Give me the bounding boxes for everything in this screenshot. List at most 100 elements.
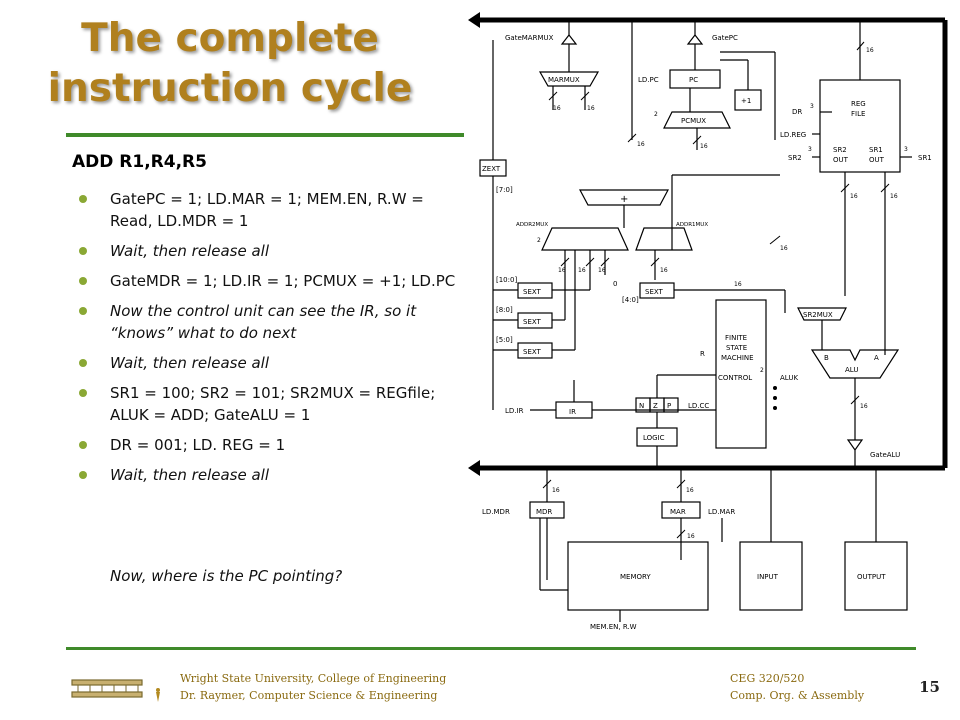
- label-bits-7-0: [7:0]: [496, 186, 513, 194]
- bullet-dot: [79, 307, 87, 315]
- label-width-addr2-c: 16: [598, 267, 606, 274]
- bullet-dot: [79, 195, 87, 203]
- label-addr1mux: ADDR1MUX: [676, 222, 708, 228]
- label-plus1: +1: [741, 97, 751, 105]
- bullet-text: SR1 = 100; SR2 = 101; SR2MUX = REGfile; …: [110, 384, 436, 424]
- label-memory: MEMORY: [620, 573, 651, 581]
- closing-question: Now, where is the PC pointing?: [110, 567, 343, 585]
- label-width-addr2-a: 16: [558, 267, 566, 274]
- label-width-reg: 16: [866, 47, 874, 54]
- bullet-dot: [79, 247, 87, 255]
- bullet-dot: [79, 359, 87, 367]
- label-width-mdr: 16: [552, 487, 560, 494]
- footer-left: Wright State University, College of Engi…: [180, 670, 446, 704]
- label-alu-a: A: [874, 354, 879, 362]
- bullet-item: Wait, then release all: [70, 352, 462, 374]
- label-bits-8-0: [8:0]: [496, 306, 513, 314]
- label-width-marmux-a: 16: [553, 105, 561, 112]
- label-p: P: [667, 402, 671, 410]
- label-sr1-out-1: SR1: [869, 146, 883, 154]
- label-ld-ir: LD.IR: [505, 407, 524, 415]
- label-pc: PC: [689, 76, 698, 84]
- bullet-text: GateMDR = 1; LD.IR = 1; PCMUX = +1; LD.P…: [110, 272, 456, 290]
- label-sext-1: SEXT: [523, 288, 542, 296]
- label-width-pcmux-b: 16: [700, 143, 708, 150]
- bullet-text: Wait, then release all: [110, 242, 270, 260]
- label-width-addr1: 16: [660, 267, 668, 274]
- label-sr2-out-2: OUT: [833, 156, 849, 164]
- footer-course: CEG 320/520: [730, 672, 805, 685]
- label-width-addr2-b: 16: [578, 267, 586, 274]
- label-pcmux: PCMUX: [681, 117, 706, 125]
- label-width-pcmux-sel: 2: [654, 111, 658, 118]
- label-reg-file-1: REG: [851, 100, 866, 108]
- label-width-marmux-b: 16: [587, 105, 595, 112]
- label-ld-mar: LD.MAR: [708, 508, 735, 516]
- label-sr1: SR1: [918, 154, 932, 162]
- label-width-pcmux-a: 16: [637, 141, 645, 148]
- page-number: 15: [919, 678, 940, 696]
- lc3-datapath-diagram: GateMARMUX GatePC MARMUX PC LD.PC +1 PCM…: [468, 12, 948, 631]
- label-sr2-out-1: SR2: [833, 146, 847, 154]
- label-width-bus: 16: [780, 245, 788, 252]
- footer-course-name: Comp. Org. & Assembly: [730, 689, 865, 702]
- label-aluk: ALUK: [780, 374, 798, 382]
- label-mdr: MDR: [536, 508, 552, 516]
- label-fsm-1: FINITE: [725, 334, 747, 342]
- slide-title-line2: instruction cycle: [47, 66, 413, 111]
- label-reg-file-2: FILE: [851, 110, 865, 118]
- bullet-text: Wait, then release all: [110, 354, 270, 372]
- label-width-aluk: 2: [760, 367, 764, 374]
- label-addr2mux: ADDR2MUX: [516, 222, 548, 228]
- bullet-item: GatePC = 1; LD.MAR = 1; MEM.EN, R.W = Re…: [70, 188, 462, 232]
- label-n: N: [639, 402, 644, 410]
- title-rule: [66, 133, 464, 137]
- footer-author: Dr. Raymer, Computer Science & Engineeri…: [180, 689, 438, 702]
- footer-right: CEG 320/520 Comp. Org. & Assembly: [730, 670, 864, 704]
- label-output: OUTPUT: [857, 573, 886, 581]
- label-fsm-3: MACHINE: [721, 354, 754, 362]
- label-width-sext4: 16: [734, 281, 742, 288]
- bullet-item: Now the control unit can see the IR, so …: [70, 300, 462, 344]
- label-zext: ZEXT: [482, 165, 501, 173]
- label-fsm-2: STATE: [726, 344, 747, 352]
- label-bits-5-0: [5:0]: [496, 336, 513, 344]
- bullet-dot: [79, 389, 87, 397]
- slide-title-line1: The complete: [81, 16, 379, 61]
- label-sext-4: SEXT: [645, 288, 664, 296]
- label-width-sr2out: 16: [850, 193, 858, 200]
- label-logic: LOGIC: [643, 434, 665, 442]
- label-width-sr1: 3: [904, 146, 908, 153]
- label-sr1-out-2: OUT: [869, 156, 885, 164]
- label-width-sr1out: 16: [890, 193, 898, 200]
- label-ld-reg: LD.REG: [780, 131, 806, 139]
- label-ir: IR: [569, 408, 576, 416]
- label-alu-b: B: [824, 354, 829, 362]
- label-sr2: SR2: [788, 154, 802, 162]
- bullet-item: DR = 001; LD. REG = 1: [70, 434, 462, 456]
- label-ld-mdr: LD.MDR: [482, 508, 510, 516]
- bullet-text: Now the control unit can see the IR, so …: [110, 302, 417, 342]
- label-gatemarmux: GateMARMUX: [505, 34, 554, 42]
- label-control: CONTROL: [718, 374, 752, 382]
- label-dr: DR: [792, 108, 802, 116]
- label-sr2mux: SR2MUX: [803, 311, 833, 319]
- label-adder: +: [620, 194, 628, 205]
- label-alu: ALU: [845, 366, 858, 374]
- label-width-alu: 16: [860, 403, 868, 410]
- label-width-mem: 16: [687, 533, 695, 540]
- footer-rule: [66, 647, 916, 650]
- label-gatepc: GatePC: [712, 34, 738, 42]
- label-bits-4-0: [4:0]: [622, 296, 639, 304]
- label-marmux: MARMUX: [548, 76, 580, 84]
- label-r: R: [700, 350, 705, 358]
- label-width-dr: 3: [810, 103, 814, 110]
- label-bits-10-0: [10:0]: [496, 276, 517, 284]
- label-ld-cc: LD.CC: [688, 402, 709, 410]
- label-mar: MAR: [670, 508, 686, 516]
- bullet-item: GateMDR = 1; LD.IR = 1; PCMUX = +1; LD.P…: [70, 270, 462, 292]
- bullet-item: SR1 = 100; SR2 = 101; SR2MUX = REGfile; …: [70, 382, 462, 426]
- slide-title: The complete instruction cycle: [30, 14, 430, 114]
- label-input: INPUT: [757, 573, 779, 581]
- bullet-dot: [79, 441, 87, 449]
